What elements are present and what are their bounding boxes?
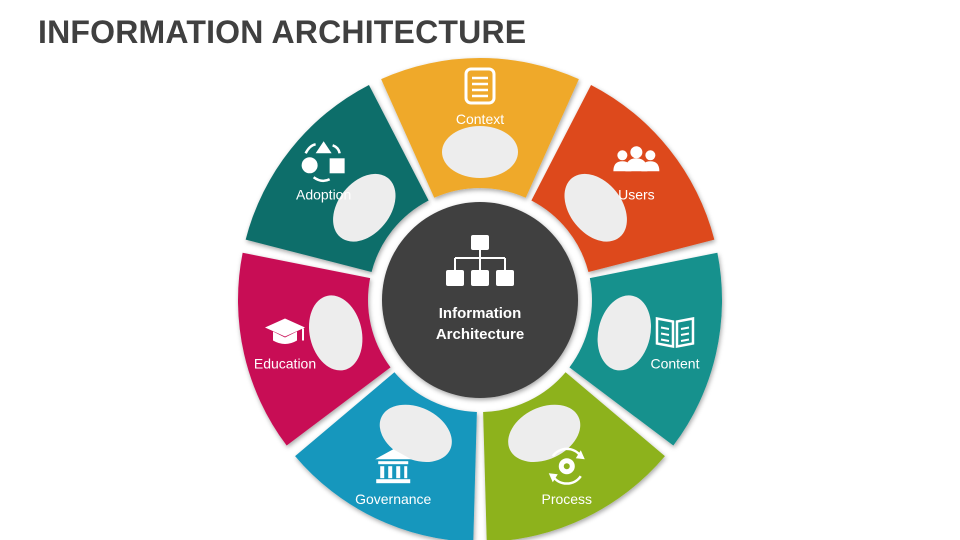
hierarchy-icon — [446, 235, 514, 286]
segment-notch — [379, 404, 452, 462]
segment-notch — [308, 295, 363, 371]
book-icon — [655, 316, 695, 349]
segment-label: Content — [650, 356, 699, 372]
segment-notch — [597, 295, 652, 371]
document-icon — [464, 67, 496, 105]
segment-notch — [333, 173, 396, 242]
users-icon — [613, 146, 660, 172]
center-circle — [382, 202, 578, 398]
segment-users: Users — [531, 84, 715, 273]
segment-education: Education — [238, 252, 391, 446]
segment-content: Content — [569, 252, 722, 446]
segment-label: Education — [254, 356, 316, 372]
segment-label: Process — [541, 491, 592, 507]
segment-label: Users — [618, 186, 655, 202]
graduation-cap-icon — [265, 318, 306, 345]
segment-notch — [564, 173, 627, 242]
segment-label: Adoption — [296, 186, 351, 202]
segment-governance: Governance — [295, 372, 477, 540]
gear-cycle-icon — [548, 447, 585, 485]
segment-process: Process — [483, 372, 665, 540]
segment-label: Context — [456, 111, 504, 127]
building-icon — [375, 449, 412, 484]
page-title: INFORMATION ARCHITECTURE — [38, 14, 527, 50]
segment-notch — [508, 404, 581, 462]
segment-notch — [442, 126, 518, 178]
segment-adoption: Adoption — [245, 84, 429, 273]
segment-label: Governance — [355, 491, 431, 507]
center-hub: Information Architecture — [382, 202, 578, 398]
shapes-cycle-icon — [301, 141, 345, 183]
segment-context: Context — [381, 57, 579, 198]
center-label-line1: Information — [439, 305, 522, 322]
center-label-line2: Architecture — [436, 326, 524, 343]
